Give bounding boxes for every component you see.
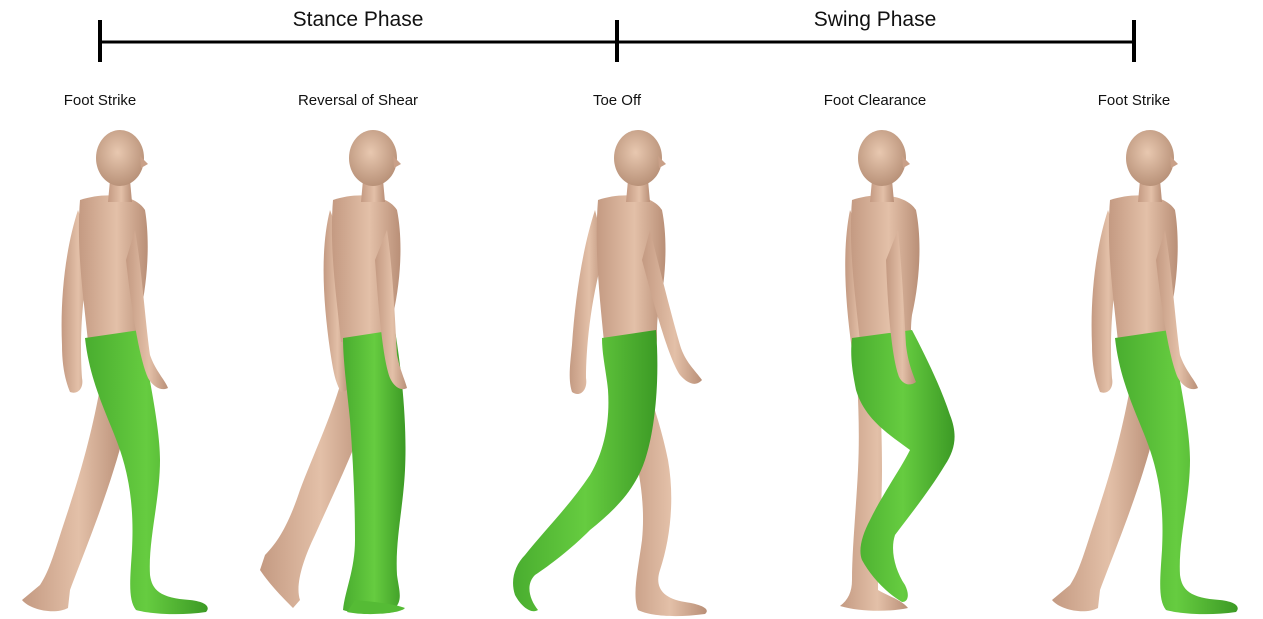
stance-phase-label: Stance Phase xyxy=(293,8,424,32)
walking-figure-foot-clearance xyxy=(770,130,990,619)
walking-figure-toe-off xyxy=(510,130,730,619)
event-label-foot-clearance: Foot Clearance xyxy=(824,92,927,109)
event-label-toe-off: Toe Off xyxy=(593,92,641,109)
walking-figure-reversal-of-shear xyxy=(255,130,475,619)
event-label-reversal-of-shear: Reversal of Shear xyxy=(298,92,418,109)
walking-figure-foot-strike-1 xyxy=(10,130,230,619)
phase-timeline xyxy=(0,0,1263,80)
swing-phase-label: Swing Phase xyxy=(814,8,937,32)
event-label-foot-strike-1: Foot Strike xyxy=(64,92,137,109)
event-label-foot-strike-2: Foot Strike xyxy=(1098,92,1171,109)
walking-figure-foot-strike-2 xyxy=(1040,130,1260,619)
